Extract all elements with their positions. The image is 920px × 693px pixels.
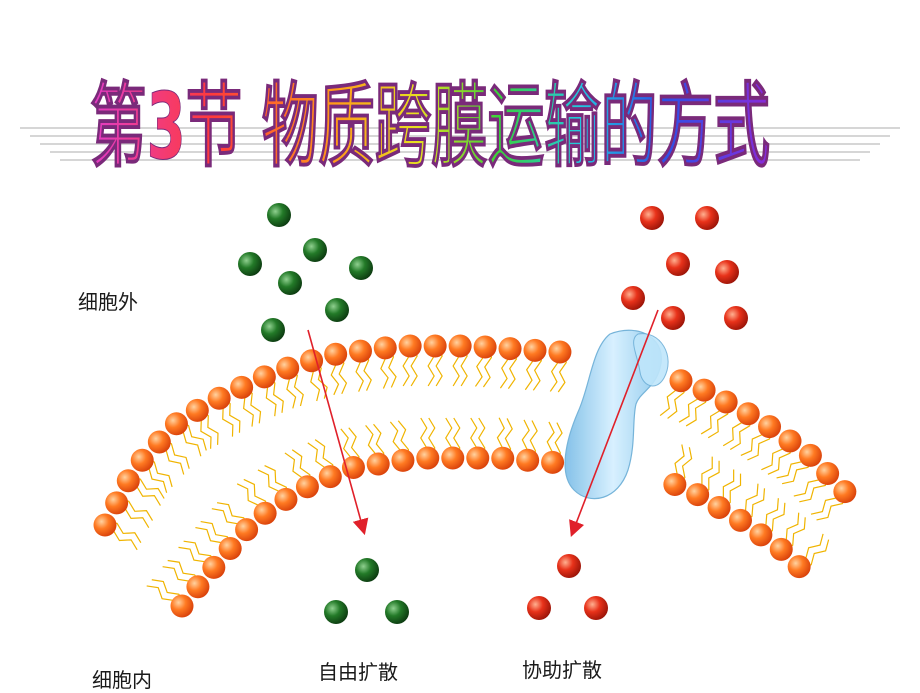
free-diffusion-arrow: [307, 329, 369, 536]
phospholipid-head: [816, 462, 840, 486]
phospholipid-head: [749, 523, 773, 547]
phospholipid-head: [686, 483, 710, 507]
phospholipid-head: [252, 365, 276, 389]
red-molecule: [557, 554, 581, 578]
red-molecule: [661, 306, 685, 330]
phospholipid-head: [692, 378, 716, 402]
facilitated-diffusion-label: 协助扩散: [522, 658, 602, 682]
phospholipid-head: [473, 335, 497, 359]
phospholipid-head: [498, 337, 522, 361]
phospholipid-head: [186, 575, 210, 599]
phospholipid-head: [416, 446, 440, 470]
phospholipid-head: [274, 487, 298, 511]
phospholipid-head: [318, 465, 342, 489]
red-molecule: [715, 260, 739, 284]
phospholipid-head: [523, 338, 547, 362]
phospholipid-head: [728, 508, 752, 532]
carrier-protein: [564, 329, 669, 500]
phospholipid-head: [276, 356, 300, 380]
phospholipid-head: [758, 415, 782, 439]
free-diffusion-label: 自由扩散: [318, 660, 398, 684]
phospholipid-head: [170, 594, 194, 618]
red-molecule: [584, 596, 608, 620]
phospholipid-head: [348, 339, 372, 363]
green-molecule: [278, 271, 302, 295]
phospholipid-head: [833, 480, 857, 504]
green-molecule: [324, 600, 348, 624]
page-title: 第3节 物质跨膜运输的方式: [90, 73, 770, 180]
phospholipid-head: [202, 555, 226, 579]
phospholipid-head: [207, 386, 231, 410]
green-molecule: [355, 558, 379, 582]
red-molecule: [527, 596, 551, 620]
title-banner: 第3节 物质跨膜运输的方式: [20, 73, 900, 180]
phospholipid-head: [736, 402, 760, 426]
phospholipid-head: [218, 537, 242, 561]
phospholipid-head: [295, 475, 319, 499]
phospholipid-head: [714, 390, 738, 414]
red-molecule: [640, 206, 664, 230]
phospholipid-head: [423, 334, 447, 358]
phospholipid-head: [466, 446, 490, 470]
red-molecule: [666, 252, 690, 276]
phospholipid-head: [778, 429, 802, 453]
red-molecule: [621, 286, 645, 310]
phospholipid-head: [787, 555, 811, 579]
phospholipid-head: [147, 430, 171, 454]
phospholipid-head: [93, 513, 117, 537]
inside-label: 细胞内: [92, 668, 152, 692]
outside-label: 细胞外: [78, 290, 138, 314]
phospholipid-head: [164, 412, 188, 436]
facilitated-diffusion-arrow: [569, 309, 659, 537]
phospholipid-head: [707, 495, 731, 519]
phospholipid-head: [541, 450, 565, 474]
phospholipid-head: [516, 448, 540, 472]
phospholipid-heads: [93, 334, 857, 618]
red-molecule: [695, 206, 719, 230]
green-molecule: [238, 252, 262, 276]
green-molecule: [267, 203, 291, 227]
phospholipid-head: [448, 334, 472, 358]
phospholipid-head: [391, 448, 415, 472]
phospholipid-head: [769, 537, 793, 561]
phospholipid-head: [116, 469, 140, 493]
red-molecule: [724, 306, 748, 330]
phospholipid-head: [366, 452, 390, 476]
phospholipid-head: [669, 369, 693, 393]
phospholipid-head: [663, 473, 687, 497]
green-molecule: [385, 600, 409, 624]
phospholipid-head: [230, 375, 254, 399]
green-molecule: [303, 238, 327, 262]
molecules: [238, 203, 748, 624]
phospholipid-head: [324, 342, 348, 366]
phospholipid-head: [253, 501, 277, 525]
phospholipid-head: [798, 443, 822, 467]
phospholipid-head: [491, 446, 515, 470]
phospholipid-head: [548, 340, 572, 364]
phospholipid-head: [373, 336, 397, 360]
phospholipid-head: [235, 518, 259, 542]
green-molecule: [325, 298, 349, 322]
green-molecule: [349, 256, 373, 280]
green-molecule: [261, 318, 285, 342]
phospholipid-head: [185, 398, 209, 422]
phospholipid-head: [441, 446, 465, 470]
title-shadow-stripes: [20, 127, 900, 161]
phospholipid-head: [105, 491, 129, 515]
phospholipid-head: [130, 448, 154, 472]
phospholipid-head: [300, 349, 324, 373]
phospholipid-head: [398, 334, 422, 358]
